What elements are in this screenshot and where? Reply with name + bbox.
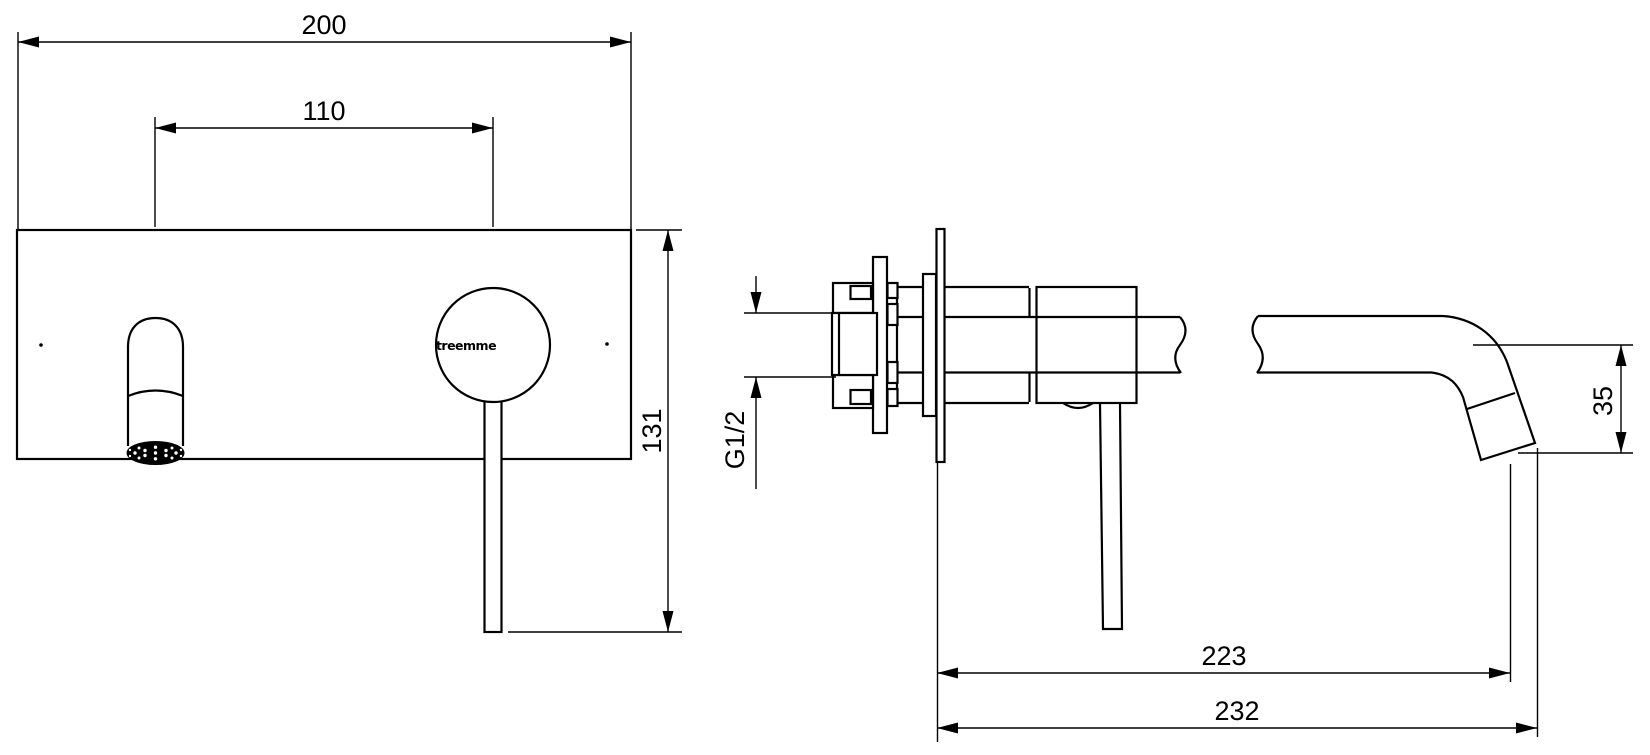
front-handle-lever [483,394,503,634]
left-screw-dot [39,343,43,347]
dim-label-223: 223 [1201,641,1246,671]
front-spout [126,316,185,465]
dimension-spout-projection: 223 [936,463,1512,742]
dim-label-35: 35 [1588,386,1618,416]
dimension-height: 131 [508,229,682,633]
side-handle-lever [1098,403,1124,631]
inlet-connection [830,281,879,410]
dim-label-110: 110 [302,96,345,126]
right-screw-dot [605,342,609,346]
valve-body-front-section [895,285,1031,405]
dimensions: 200 110 131 G1/2 [17,10,1633,742]
flange-bolts [886,281,899,408]
spout-pipe [1174,314,1537,462]
break-line-right [1251,315,1264,374]
side-wall-plate [935,227,946,464]
dim-label-232: 232 [1214,696,1259,726]
aerator-holes [128,445,183,461]
dimension-inlet-thread: G1/2 [720,276,836,489]
dim-label-200: 200 [301,10,346,40]
front-handle-knob [434,286,552,404]
backnut-ring [921,272,938,418]
dim-label-g12: G1/2 [720,411,750,470]
dimension-plate-width: 200 [17,10,632,229]
spout-aerator-joint [1466,391,1516,411]
front-view: treemme [15,228,633,634]
side-view [830,227,1537,631]
valve-body-outer-section [1035,285,1138,405]
dimension-overall-projection: 232 [937,448,1539,737]
brand-logo: treemme [436,338,496,353]
handle-base-dome [1062,402,1094,410]
break-line-left [1174,316,1187,374]
dim-label-131: 131 [637,408,667,453]
spout-end-curve [1431,314,1537,462]
dimension-spout-to-handle: 110 [154,96,494,227]
front-wall-plate [15,228,633,461]
